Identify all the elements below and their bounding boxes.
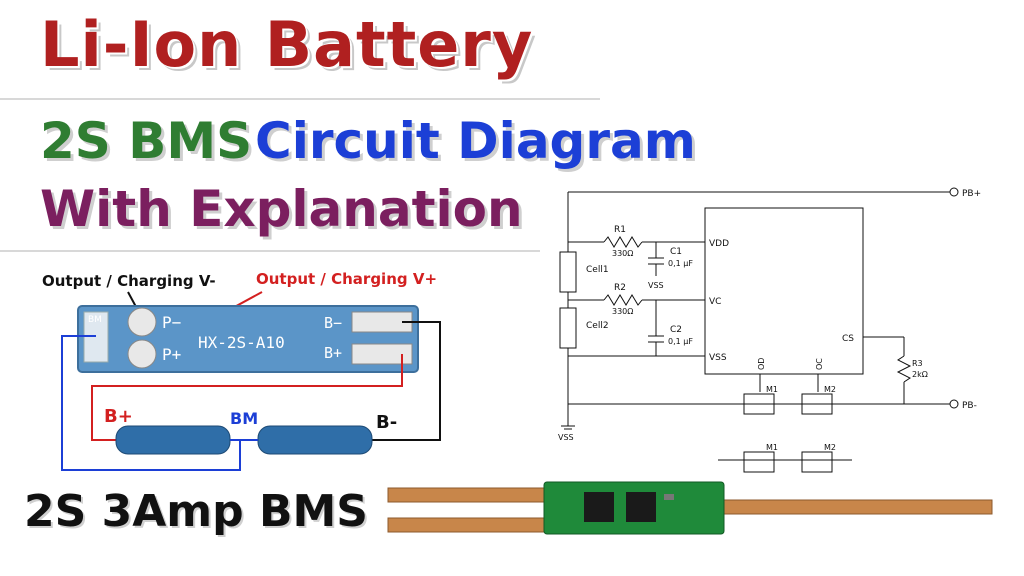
pad-bm-label: BM xyxy=(88,315,102,325)
copper-strip-bottom xyxy=(387,517,549,533)
pin-od: OD xyxy=(757,358,766,370)
bottom-title: 2S 3Amp BMS xyxy=(24,486,368,537)
battery-cell-1 xyxy=(115,425,231,455)
label-r3-value: 2kΩ xyxy=(912,370,928,379)
wire-label-b-minus: B- xyxy=(376,412,397,433)
wire-bm-blue xyxy=(61,335,241,471)
copper-strip-top xyxy=(387,487,549,503)
label-cell1: Cell1 xyxy=(586,265,609,275)
wire-b-minus-black xyxy=(372,321,441,441)
pin-oc: OC xyxy=(815,358,824,370)
wire-b-plus-red xyxy=(91,354,403,441)
pin-vss: VSS xyxy=(709,353,727,363)
divider-1 xyxy=(0,98,600,100)
protection-ic xyxy=(704,207,864,375)
title-line-2-circuit-diagram: Circuit Diagram xyxy=(255,112,696,170)
wire-label-b-plus: B+ xyxy=(104,406,133,427)
pin-cs: CS xyxy=(842,334,854,344)
resistor-r2 xyxy=(603,294,643,306)
wire-label-bm: BM xyxy=(230,409,258,428)
label-pb-minus: PB- xyxy=(962,401,977,411)
label-vss-cap: VSS xyxy=(648,281,664,290)
label-m2: M2 xyxy=(824,385,836,394)
pad-p-plus-label: P+ xyxy=(162,345,181,364)
pcb-component xyxy=(664,494,674,500)
divider-2 xyxy=(0,250,540,252)
pad-p-plus xyxy=(127,339,157,369)
pad-b-plus xyxy=(351,343,413,365)
terminal-pb-minus xyxy=(949,399,959,409)
label-r2-value: 330Ω xyxy=(612,307,633,316)
bms-wiring-illustration: Output / Charging V- Output / Charging V… xyxy=(42,270,441,471)
cell2-symbol xyxy=(559,307,577,349)
title-line-3: With Explanation xyxy=(40,180,523,238)
label-m1-detail: M1 xyxy=(766,443,778,452)
copper-strip-right xyxy=(699,499,993,515)
label-output-charging-v-minus: Output / Charging V- xyxy=(42,272,216,290)
pad-p-minus-label: P− xyxy=(162,313,181,332)
label-output-charging-v-plus: Output / Charging V+ xyxy=(256,270,437,288)
cell1-symbol xyxy=(559,251,577,293)
label-m1: M1 xyxy=(766,385,778,394)
mosfet-m2-detail xyxy=(801,451,833,473)
pin-vc: VC xyxy=(709,297,721,307)
label-c2: C2 xyxy=(670,325,682,335)
pcb-chip-2 xyxy=(626,492,656,522)
resistor-r1 xyxy=(603,236,643,248)
label-c1: C1 xyxy=(670,247,682,257)
label-r1-value: 330Ω xyxy=(612,249,633,258)
pin-vdd: VDD xyxy=(709,239,729,249)
pad-b-plus-label: B+ xyxy=(324,344,342,362)
pad-b-minus-label: B− xyxy=(324,314,342,332)
label-vss-ground: VSS xyxy=(558,433,574,442)
board-model-label: HX-2S-A10 xyxy=(198,333,285,352)
label-c1-value: 0,1 μF xyxy=(668,259,693,268)
label-cell2: Cell2 xyxy=(586,321,609,331)
pcb-chip-1 xyxy=(584,492,614,522)
title-line-2-bms: 2S BMS xyxy=(40,112,253,170)
resistor-r3 xyxy=(896,355,912,383)
label-c2-value: 0,1 μF xyxy=(668,337,693,346)
bms-board xyxy=(77,305,419,373)
terminal-pb-plus xyxy=(949,187,959,197)
label-r3: R3 xyxy=(912,359,923,368)
label-r2: R2 xyxy=(614,283,626,293)
bms-schematic: PB+ Cell1 Cell2 R1 330Ω C1 0,1 μF VSS R2… xyxy=(558,187,981,473)
pad-p-minus xyxy=(127,307,157,337)
title-line-1: Li-Ion Battery xyxy=(40,8,534,81)
label-r1: R1 xyxy=(614,225,626,235)
bms-board-photo xyxy=(387,481,993,535)
label-m2-detail: M2 xyxy=(824,443,836,452)
battery-cell-2 xyxy=(257,425,373,455)
label-pb-plus: PB+ xyxy=(962,189,981,199)
mosfet-m1-detail xyxy=(743,451,775,473)
